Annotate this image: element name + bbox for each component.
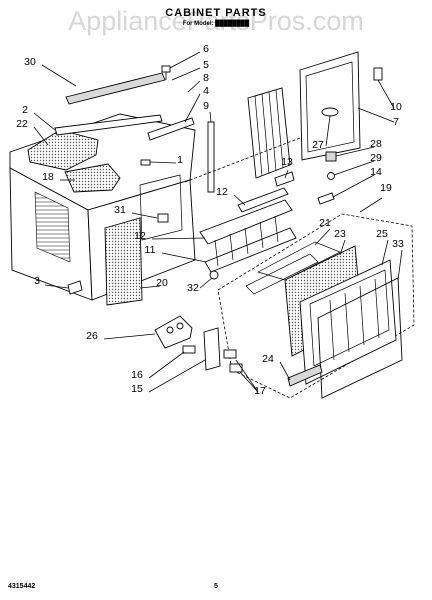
leader-lines: [33, 51, 403, 393]
callout-16: 16: [131, 369, 143, 381]
callout-14: 14: [370, 166, 382, 178]
bracket-17: [203, 327, 221, 371]
callout-26: 26: [86, 330, 98, 342]
callout-18: 18: [42, 171, 54, 183]
screw-3: [67, 280, 83, 295]
page-title: CABINET PARTS: [165, 7, 266, 19]
callout-15: 15: [131, 383, 143, 395]
callout-29: 29: [370, 152, 382, 164]
callout-32: 32: [187, 282, 199, 294]
part-14: [317, 192, 335, 205]
callout-11: 11: [145, 244, 156, 256]
callout-12: 12: [216, 186, 228, 198]
callout-9: 9: [203, 100, 209, 112]
callout-28: 28: [370, 138, 382, 150]
top-rail: [54, 114, 163, 136]
callout-25: 25: [376, 228, 388, 240]
rail-4: [147, 117, 195, 141]
watermark: AppliancePartsPros.com: [68, 6, 364, 36]
front-grille-mesh: [104, 217, 143, 306]
callout-2: 2: [22, 104, 28, 116]
part-29: [327, 172, 335, 180]
part-17b: [229, 363, 243, 373]
callout-1: 1: [177, 154, 183, 166]
louver-assembly: [199, 187, 297, 273]
front-panel-outline: [217, 213, 415, 399]
callout-7: 7: [393, 116, 399, 128]
callout-6: 6: [203, 43, 209, 55]
model-subtitle: For Model: ████████: [183, 19, 250, 27]
control-bracket: [154, 315, 193, 349]
callout-8: 8: [203, 72, 209, 84]
callout-13: 13: [281, 156, 293, 168]
screw-10: [373, 67, 383, 81]
screw-32: [209, 270, 219, 280]
bracket-9: [207, 121, 215, 193]
clip-31: [157, 213, 169, 223]
bracket-13: [274, 171, 295, 187]
callout-19: 19: [380, 182, 392, 194]
callout-12: 12: [134, 230, 146, 242]
callout-27: 27: [312, 139, 324, 151]
callout-10: 10: [390, 101, 402, 113]
callout-23: 23: [334, 228, 346, 240]
callout-3: 3: [34, 275, 40, 287]
callout-5: 5: [203, 59, 209, 71]
callout-4: 4: [203, 85, 209, 97]
callout-30: 30: [24, 56, 36, 68]
part-17a: [223, 349, 237, 359]
callout-33: 33: [392, 238, 404, 250]
part-28: [325, 151, 337, 162]
callout-31: 31: [114, 204, 126, 216]
bottom-strip-24: [287, 364, 323, 387]
top-slat-panel: [247, 87, 291, 179]
clip-1: [140, 159, 151, 166]
callout-22: 22: [16, 118, 28, 130]
cabinet-wrapper: [9, 113, 196, 301]
side-strip: [65, 72, 166, 105]
callout-20: 20: [156, 277, 168, 289]
fitting-27: [321, 107, 339, 117]
frame-7: [299, 51, 361, 161]
page-number: 5: [214, 583, 218, 590]
screw-6: [161, 65, 171, 80]
callout-17: 17: [254, 385, 266, 397]
callout-24: 24: [262, 353, 274, 365]
callout-21: 21: [319, 217, 331, 229]
document-number: 4315442: [8, 583, 35, 590]
insulation-pad-side: [64, 163, 121, 193]
wire-frame: [257, 241, 341, 281]
part-16: [182, 345, 196, 354]
